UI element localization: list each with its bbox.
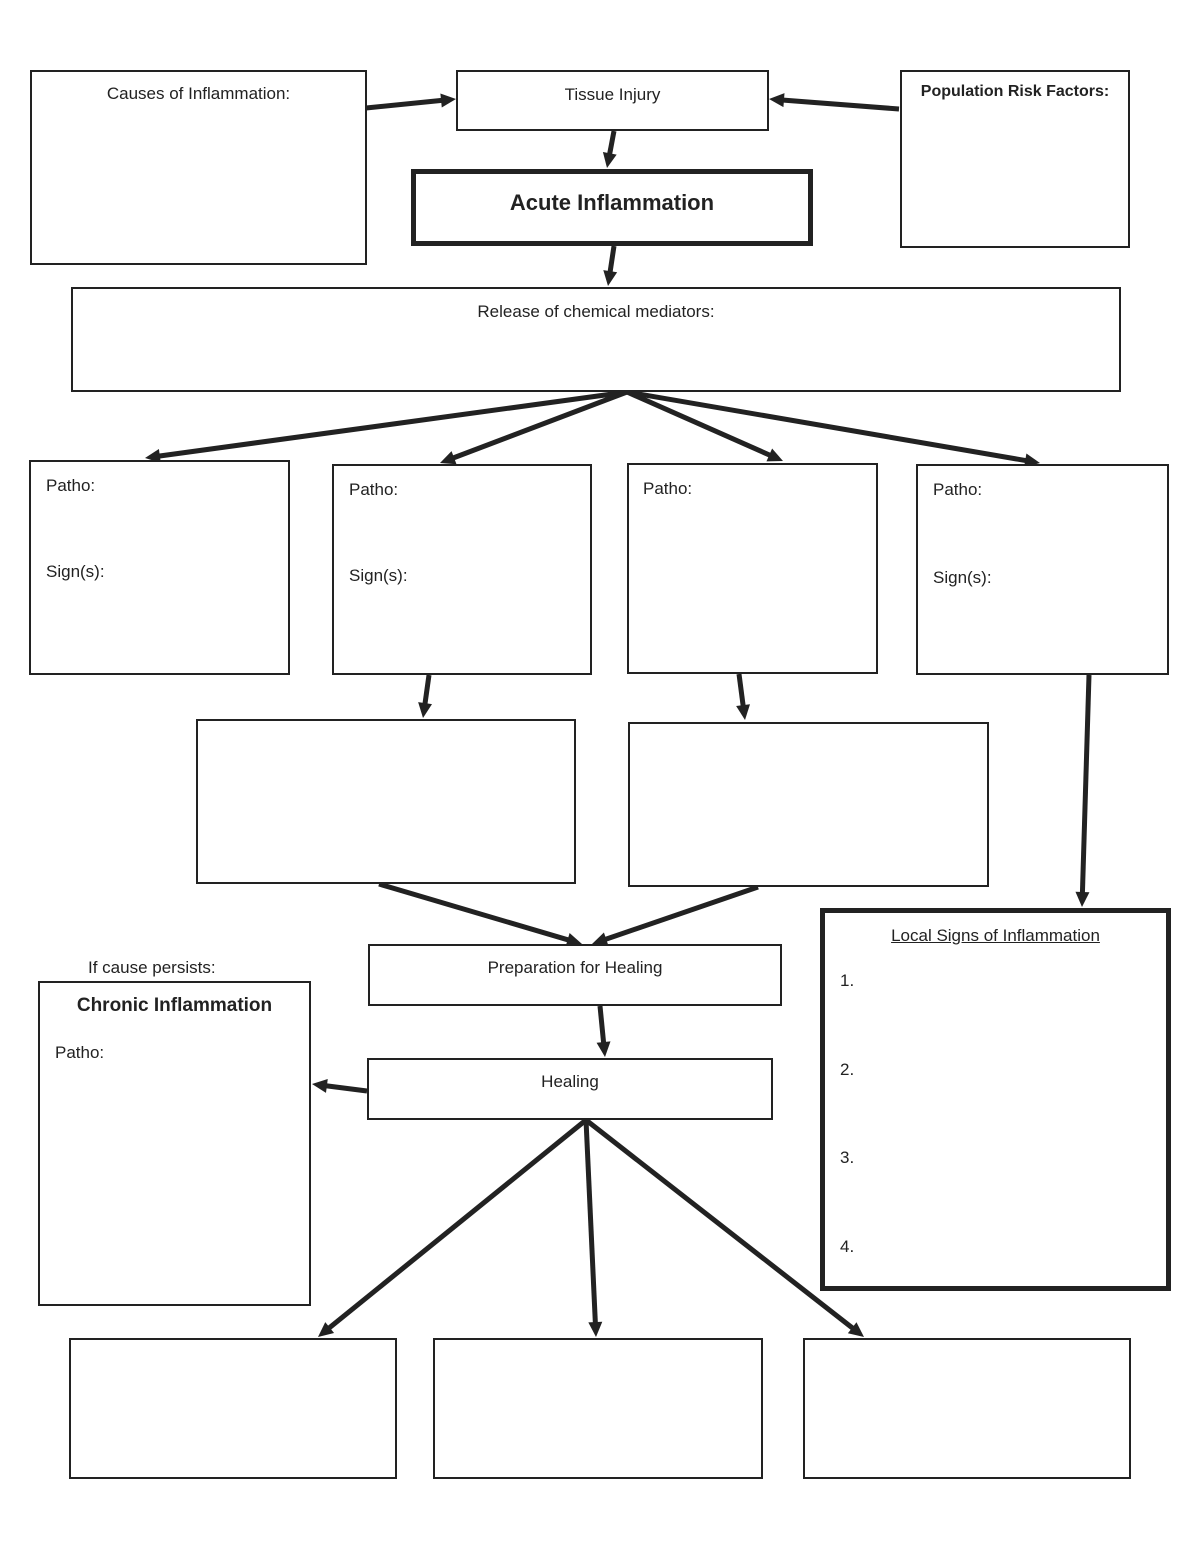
arrow-shaft <box>607 245 617 274</box>
arrow-shaft <box>625 389 773 459</box>
arrow-head <box>1075 891 1090 907</box>
arrow-acute-to-mediators <box>603 245 618 286</box>
local-sign-item: 2. <box>840 1060 855 1079</box>
arrow-head <box>766 448 783 462</box>
outcome-box-1 <box>69 1338 397 1479</box>
arrow-preparation-to-healing <box>596 1005 611 1057</box>
local-sign-item: 3. <box>840 1148 855 1167</box>
healing-box: Healing <box>367 1058 773 1120</box>
arrow-shaft <box>583 1119 598 1325</box>
outcome-box-3 <box>803 1338 1131 1479</box>
arrow-shaft <box>326 1118 588 1331</box>
tissue-injury-box: Tissue Injury <box>456 70 769 131</box>
arrow-head <box>565 933 582 947</box>
chronic-patho-label: Patho: <box>55 1043 105 1062</box>
arrow-healing-to-outcome-2 <box>583 1119 603 1337</box>
arrow-head <box>588 1321 603 1337</box>
arrow-shaft <box>422 674 432 706</box>
arrow-shaft <box>378 881 571 943</box>
signs-label: Sign(s): <box>349 566 408 585</box>
arrow-head <box>440 93 456 108</box>
middle-box-left <box>196 719 576 884</box>
arrow-shaft <box>597 1005 607 1045</box>
arrow-shaft <box>365 97 444 111</box>
arrow-healing-to-chronic <box>312 1078 368 1094</box>
arrow-mediators-to-patho-3 <box>625 389 783 462</box>
arrow-middle-left-to-preparation <box>378 881 582 947</box>
arrow-causes-to-injury <box>365 93 456 111</box>
patho-label: Patho: <box>933 480 983 499</box>
arrow-healing-to-outcome-3 <box>584 1118 864 1337</box>
local-signs-box: Local Signs of Inflammation 1. 2. 3. 4. <box>820 908 1171 1291</box>
acute-inflammation-title: Acute Inflammation <box>509 190 715 215</box>
arrow-head <box>440 451 457 465</box>
arrow-head <box>318 1322 335 1337</box>
arrow-shaft <box>626 389 1028 464</box>
preparation-title: Preparation for Healing <box>487 958 663 977</box>
arrow-healing-to-outcome-1 <box>318 1118 588 1337</box>
preparation-box: Preparation for Healing <box>368 944 782 1006</box>
chronic-inflammation-title: Chronic Inflammation <box>76 995 273 1016</box>
causes-title: Causes of Inflammation: <box>106 84 291 103</box>
arrow-shaft <box>781 97 900 112</box>
arrow-patho-3-to-middle <box>736 673 751 720</box>
arrow-mediators-to-patho-2 <box>440 389 628 465</box>
arrow-head <box>1024 453 1040 468</box>
local-sign-item: 1. <box>840 971 855 990</box>
arrow-shaft <box>584 1118 856 1331</box>
tissue-injury-title: Tissue Injury <box>564 85 661 104</box>
local-sign-item: 4. <box>840 1237 855 1256</box>
arrow-head <box>592 932 609 946</box>
outcome-box-2 <box>433 1338 763 1479</box>
arrow-patho-2-to-middle <box>418 674 433 718</box>
arrow-mediators-to-patho-1 <box>145 389 628 463</box>
local-signs-title: Local Signs of Inflammation <box>891 926 1100 945</box>
arrow-head <box>312 1078 328 1093</box>
chronic-caption: If cause persists: <box>88 958 216 977</box>
patho-box-3: Patho: <box>627 463 878 674</box>
arrow-head <box>418 702 433 718</box>
arrow-head <box>602 151 617 168</box>
arrow-shaft <box>606 130 617 156</box>
arrow-risk-to-injury <box>769 93 900 112</box>
acute-inflammation-box: Acute Inflammation <box>411 169 813 246</box>
arrow-head <box>736 704 751 720</box>
middle-box-right <box>628 722 989 887</box>
arrow-patho-4-to-local-signs <box>1075 674 1092 907</box>
risk-factors-title: Population Risk Factors: <box>920 83 1110 100</box>
causes-box: Causes of Inflammation: <box>30 70 367 265</box>
arrow-head <box>847 1322 864 1337</box>
signs-label: Sign(s): <box>933 568 992 587</box>
arrow-head <box>769 93 785 108</box>
arrow-middle-right-to-preparation <box>592 884 759 946</box>
arrow-shaft <box>157 389 628 459</box>
arrow-head <box>603 270 618 286</box>
arrow-shaft <box>1079 674 1092 895</box>
chemical-mediators-title: Release of chemical mediators: <box>477 302 715 321</box>
arrow-shaft <box>736 673 746 708</box>
chronic-inflammation-box: Chronic Inflammation Patho: <box>38 981 311 1306</box>
healing-title: Healing <box>541 1072 599 1091</box>
risk-factors-box: Population Risk Factors: <box>900 70 1130 248</box>
arrow-shaft <box>451 389 628 461</box>
arrow-shaft <box>603 884 759 943</box>
patho-box-2: Patho: Sign(s): <box>332 464 592 675</box>
patho-box-1: Patho: Sign(s): <box>29 460 290 675</box>
patho-label: Patho: <box>349 480 399 499</box>
arrow-mediators-to-patho-4 <box>626 389 1040 468</box>
arrow-head <box>596 1041 611 1057</box>
patho-box-4: Patho: Sign(s): <box>916 464 1169 675</box>
signs-label: Sign(s): <box>46 562 105 581</box>
arrow-shaft <box>324 1083 368 1094</box>
patho-label: Patho: <box>643 479 693 498</box>
patho-label: Patho: <box>46 476 96 495</box>
arrow-head <box>145 449 161 463</box>
chemical-mediators-box: Release of chemical mediators: <box>71 287 1121 392</box>
arrow-injury-to-acute <box>602 130 617 168</box>
